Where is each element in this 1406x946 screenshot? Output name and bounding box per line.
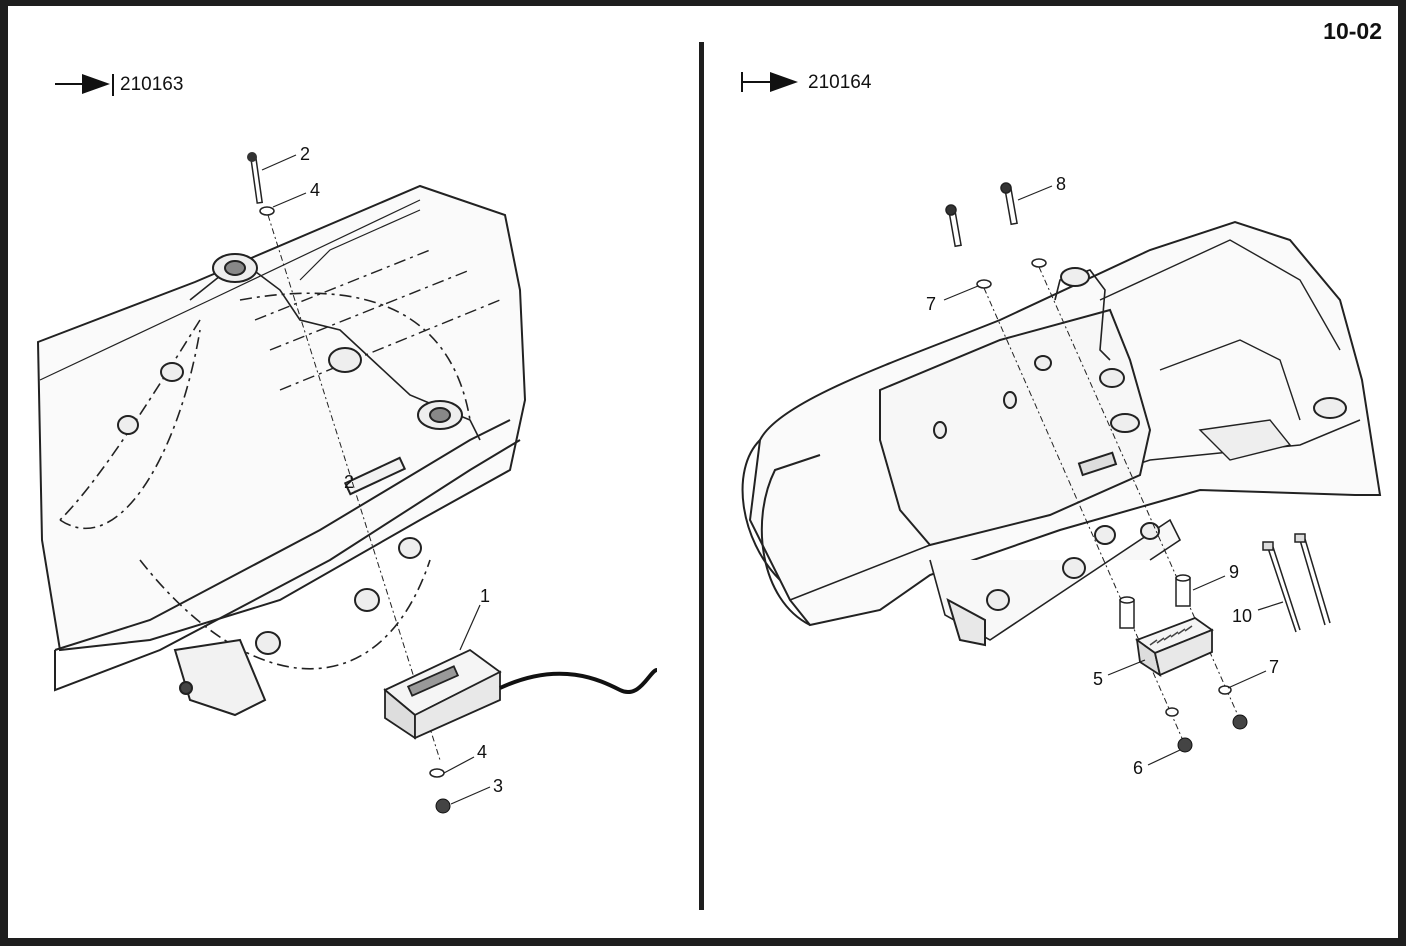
callout-washer-top: 7	[926, 294, 936, 314]
leader-lines-left	[261, 154, 491, 805]
callout-nut: 3	[493, 776, 503, 796]
callout-bolt: 2	[300, 144, 310, 164]
bolt-icon	[247, 152, 264, 204]
callout-washer-bottom: 4	[477, 742, 487, 762]
washer-icon	[1165, 707, 1179, 717]
sensor-module-icon	[383, 648, 658, 740]
callout-nut: 6	[1133, 758, 1143, 778]
bolt-icon	[945, 204, 962, 248]
spacer-icon	[1119, 596, 1135, 629]
chassis-body-left	[36, 184, 527, 717]
callout-receiver-module: 5	[1093, 669, 1103, 689]
callout-bolt-mid: 2	[344, 472, 354, 492]
cable-tie-icon	[1262, 541, 1301, 633]
nut-icon	[1177, 737, 1193, 753]
washer-icon	[259, 206, 275, 216]
nut-icon	[1232, 714, 1248, 730]
page-number: 10-02	[1323, 18, 1382, 44]
chassis-body-right	[741, 220, 1382, 647]
receiver-module-icon	[1135, 616, 1214, 677]
cable-tie-icon	[1294, 533, 1331, 626]
leader-lines-right	[943, 185, 1284, 766]
up-to-serial-arrow-icon	[55, 74, 114, 96]
assembly-axis	[267, 214, 441, 761]
callout-cable-tie: 10	[1232, 606, 1252, 626]
from-serial-arrow-icon	[741, 72, 798, 92]
view-divider	[699, 42, 704, 910]
callout-sensor-module: 1	[480, 586, 490, 606]
serial-range-right: 210164	[808, 72, 872, 93]
spacer-icon	[1175, 574, 1191, 607]
callout-washer-top: 4	[310, 180, 320, 200]
callout-washer-bottom: 7	[1269, 657, 1279, 677]
callout-bolt: 8	[1056, 174, 1066, 194]
serial-range-left: 210163	[120, 74, 184, 95]
callout-spacer: 9	[1229, 562, 1239, 582]
nut-icon	[435, 798, 451, 814]
bolt-icon	[1000, 182, 1018, 226]
